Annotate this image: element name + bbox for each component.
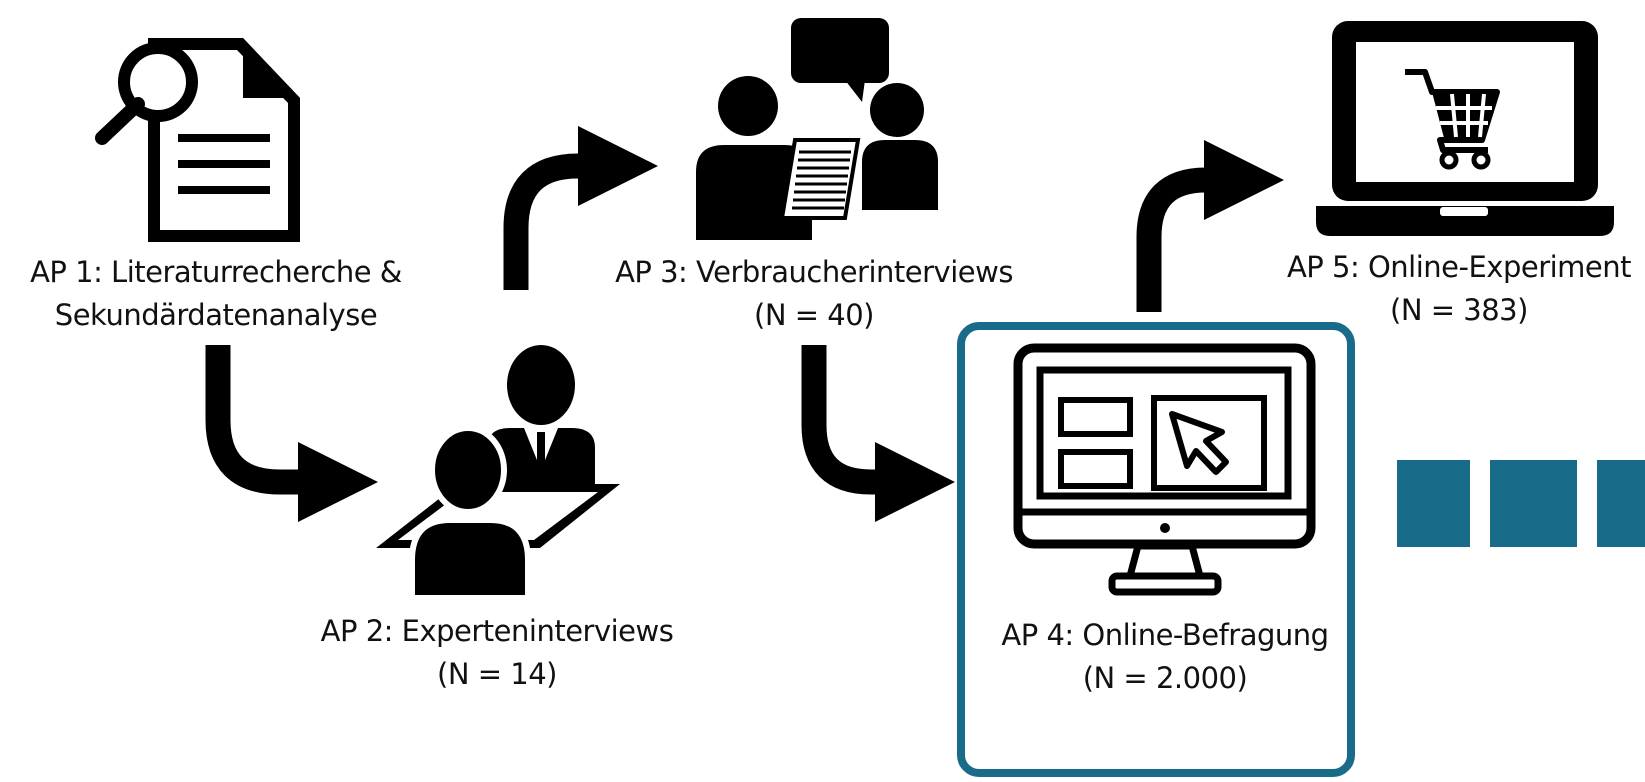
decorative-bar: [1490, 460, 1577, 547]
step-title-ap2: AP 2: Experteninterviews: [320, 614, 674, 648]
step-title-ap5: AP 5: Online-Experiment: [1286, 250, 1632, 284]
step-subtitle-ap1: Sekundärdatenanalyse: [54, 298, 378, 332]
arrow-ap2-to-ap3: [503, 125, 658, 290]
arrow-ap3-to-ap4: [801, 345, 955, 522]
decorative-bar: [1597, 460, 1645, 547]
desktop-survey-icon: [1013, 343, 1316, 596]
step-title-ap1: AP 1: Literaturrecherche &: [30, 255, 402, 289]
consumer-interview-icon: [696, 18, 938, 240]
decorative-bar: [1397, 460, 1470, 547]
document-search-icon: [95, 38, 300, 242]
step-subtitle-ap5: (N = 383): [1390, 293, 1528, 327]
step-label-ap3: AP 3: Verbraucherinterviews (N = 40): [615, 251, 1013, 337]
arrow-ap4-to-ap5: [1136, 139, 1284, 312]
step-label-ap1: AP 1: Literaturrecherche & Sekundärdaten…: [30, 251, 402, 337]
step-title-ap3: AP 3: Verbraucherinterviews: [615, 255, 1013, 289]
arrow-ap1-to-ap2: [205, 345, 378, 522]
step-subtitle-ap2: (N = 14): [437, 657, 557, 691]
step-subtitle-ap3: (N = 40): [754, 298, 874, 332]
expert-interview-icon: [376, 345, 620, 601]
step-label-ap5: AP 5: Online-Experiment (N = 383): [1286, 246, 1632, 332]
laptop-cart-icon: [1316, 21, 1614, 236]
step-label-ap4: AP 4: Online-Befragung (N = 2.000): [1001, 614, 1329, 700]
step-label-ap2: AP 2: Experteninterviews (N = 14): [321, 610, 674, 696]
step-title-ap4: AP 4: Online-Befragung: [1001, 618, 1329, 652]
step-subtitle-ap4: (N = 2.000): [1082, 661, 1248, 695]
